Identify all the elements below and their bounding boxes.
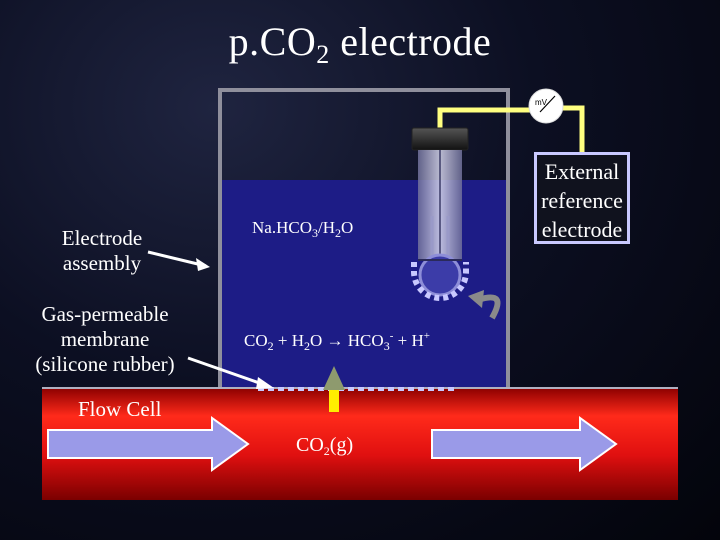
pointer-electrode xyxy=(147,250,207,268)
membrane-label: Gas-permeable membrane (silicone rubber) xyxy=(35,302,175,376)
electrode-assembly-label: Electrode assembly xyxy=(61,226,143,275)
page-title: p.CO2 electrode xyxy=(228,19,492,69)
inner-tube xyxy=(430,216,450,258)
flow-arrow-left xyxy=(47,416,250,472)
pointer-membrane xyxy=(187,356,269,388)
solution-chamber xyxy=(222,180,508,388)
meter-label: mV xyxy=(535,98,547,107)
wire-reference xyxy=(562,105,585,156)
wire xyxy=(437,107,530,130)
reference-electrode-box: External reference electrode xyxy=(534,152,630,244)
bulb-membrane xyxy=(411,262,469,301)
reaction-arrow-icon: → xyxy=(326,331,344,350)
co2-arrow-stem xyxy=(329,386,339,412)
reaction-equation: CO2 + H2O → HCO3- + H+ xyxy=(244,330,430,353)
glass-bulb xyxy=(418,253,462,297)
solution-label: Na.HCO3/H2O xyxy=(252,218,354,240)
container-wall xyxy=(218,88,510,388)
flow-cell-label: Flow Cell xyxy=(78,397,162,421)
electrode-cap xyxy=(411,127,469,151)
gas-label: CO2(g) xyxy=(296,434,354,458)
flow-arrow-right xyxy=(431,416,618,472)
co2-arrow-head xyxy=(323,366,345,390)
